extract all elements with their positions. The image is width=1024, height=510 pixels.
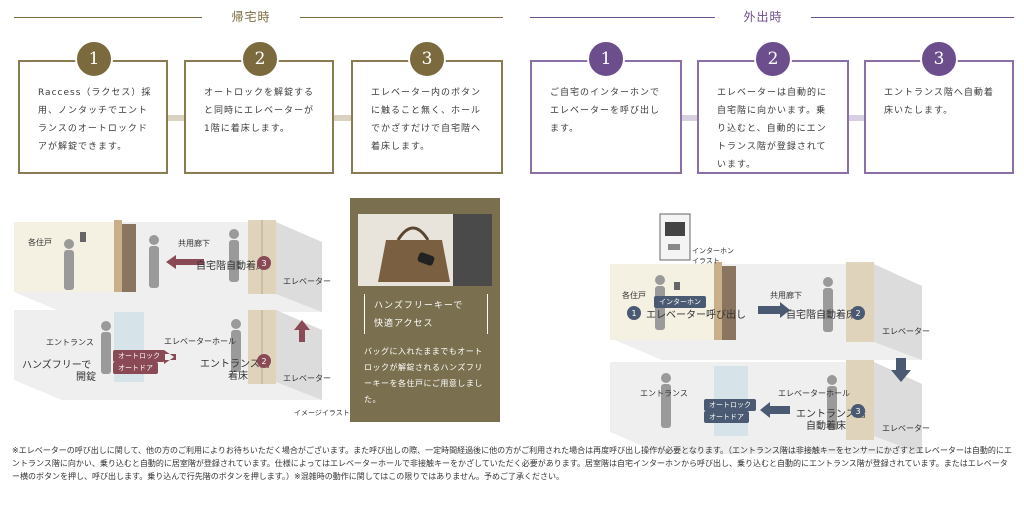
left-step-1-number: 1 (75, 40, 113, 78)
left-title-line-left (14, 17, 202, 18)
right-step-1-number: 1 (587, 40, 625, 78)
footnote: ※エレベーターの呼び出しに関して、他の方のご利用によりお待ちいただく場合がござい… (12, 446, 1012, 481)
right-top-corridor-label: 共用廊下 (770, 291, 802, 300)
left-bottom-arrive-label-a: エントランス階 (200, 359, 270, 370)
handsfree-body: バッグに入れたままでもオートロックが解錠されるハンズフリーキーを各住戸にご用意し… (364, 347, 483, 404)
left-illustration-caption: イメージイラスト (294, 409, 350, 417)
right-autolock-tag: オートロック (704, 399, 756, 411)
left-bottom-hall-label: エレベーターホール (164, 337, 236, 346)
right-bottom-arrive-label-a: エントランス階 (796, 409, 866, 420)
right-step-1-box: ご自宅のインターホンでエレベーターを呼び出します。 (530, 60, 682, 174)
handsfree-heading-line1: ハンズフリーキーで (374, 301, 464, 311)
left-section-title: 帰宅時 (231, 10, 271, 24)
right-top-elevator-label: エレベーター (882, 327, 930, 336)
handbag-photo (358, 214, 492, 286)
right-step-1-text: ご自宅のインターホンでエレベーターを呼び出します。 (550, 88, 661, 134)
left-step-3-text: エレベーター内のボタンに触ること無く、ホールでかざすだけで自宅階へ着床します。 (371, 88, 482, 152)
left-bottom-arrive-label-b: 着床 (228, 371, 248, 382)
right-building-illustration (610, 213, 922, 454)
left-building-illustration (14, 220, 322, 400)
right-intercom-label-a: インターホン (692, 247, 734, 255)
right-step-2-number: 2 (754, 40, 792, 78)
left-top-step-3-marker: 3 (257, 256, 271, 270)
right-title-line-left (530, 17, 715, 18)
right-top-step-1-marker: 1 (627, 306, 641, 320)
left-step-3-number: 3 (408, 40, 446, 78)
right-step-3-box: エントランス階へ自動着床いたします。 (864, 60, 1014, 174)
right-top-unit-label: 各住戸 (622, 291, 646, 300)
left-top-elevator-label: エレベーター (283, 277, 331, 286)
left-step-3-box: エレベーター内のボタンに触ること無く、ホールでかざすだけで自宅階へ着床します。 (351, 60, 503, 174)
right-top-auto-floor-label: 自宅階自動着床 (786, 310, 856, 321)
left-bottom-unlock-label: 開錠 (76, 372, 96, 383)
right-section-title: 外出時 (743, 10, 783, 24)
right-intercom-label-b: イラスト (692, 257, 720, 265)
left-bottom-entrance-label: エントランス (46, 338, 94, 347)
left-top-unit-label: 各住戸 (28, 238, 52, 247)
left-top-auto-floor-label: 自宅階自動着床 (196, 261, 266, 272)
left-step-2-text: オートロックを解錠すると同時にエレベーターが1階に着床します。 (204, 88, 315, 134)
handsfree-panel: ハンズフリーキーで 快適アクセス バッグに入れたままでもオートロックが解錠される… (350, 198, 500, 422)
handsfree-heading-line2: 快適アクセス (374, 319, 434, 329)
right-step-2-text: エレベーターは自動的に自宅階に向かいます。乗り込むと、自動的にエントランス階が登… (717, 88, 828, 170)
right-top-step-2-marker: 2 (851, 306, 865, 320)
handsfree-heading-box (364, 294, 488, 334)
right-intercom-tag: インターホン (654, 296, 706, 308)
left-autolock-tag: オートロック (113, 350, 165, 362)
right-autodoor-tag: オートドア (704, 411, 749, 423)
left-bottom-step-2-marker: 2 (257, 354, 271, 368)
left-autodoor-tag: オートドア (113, 362, 158, 374)
right-step-3-text: エントランス階へ自動着床いたします。 (884, 88, 994, 116)
right-step-2-box: エレベーターは自動的に自宅階に向かいます。乗り込むと、自動的にエントランス階が登… (697, 60, 849, 174)
right-title-line-right (811, 17, 1014, 18)
right-bottom-elevator-label: エレベーター (882, 424, 930, 433)
right-top-call-label: エレベーター呼び出し (646, 310, 746, 321)
left-bottom-handsfree-label: ハンズフリーで (22, 360, 92, 371)
left-title-line-right (300, 17, 503, 18)
left-step-2-box: オートロックを解錠すると同時にエレベーターが1階に着床します。 (184, 60, 334, 174)
right-bottom-hall-label: エレベーターホール (778, 389, 850, 398)
right-step-3-number: 3 (920, 40, 958, 78)
left-top-corridor-label: 共用廊下 (178, 239, 210, 248)
left-step-2-number: 2 (241, 40, 279, 78)
right-bottom-step-3-marker: 3 (851, 404, 865, 418)
right-bottom-entrance-label: エントランス (640, 389, 688, 398)
left-step-1-box: Raccess（ラクセス）採用、ノンタッチでエントランスのオートロックドアが解錠… (18, 60, 168, 174)
right-bottom-arrive-label-b: 自動着床 (806, 421, 846, 432)
left-bottom-elevator-label: エレベーター (283, 374, 331, 383)
left-step-1-text: Raccess（ラクセス）採用、ノンタッチでエントランスのオートロックドアが解錠… (38, 88, 152, 152)
